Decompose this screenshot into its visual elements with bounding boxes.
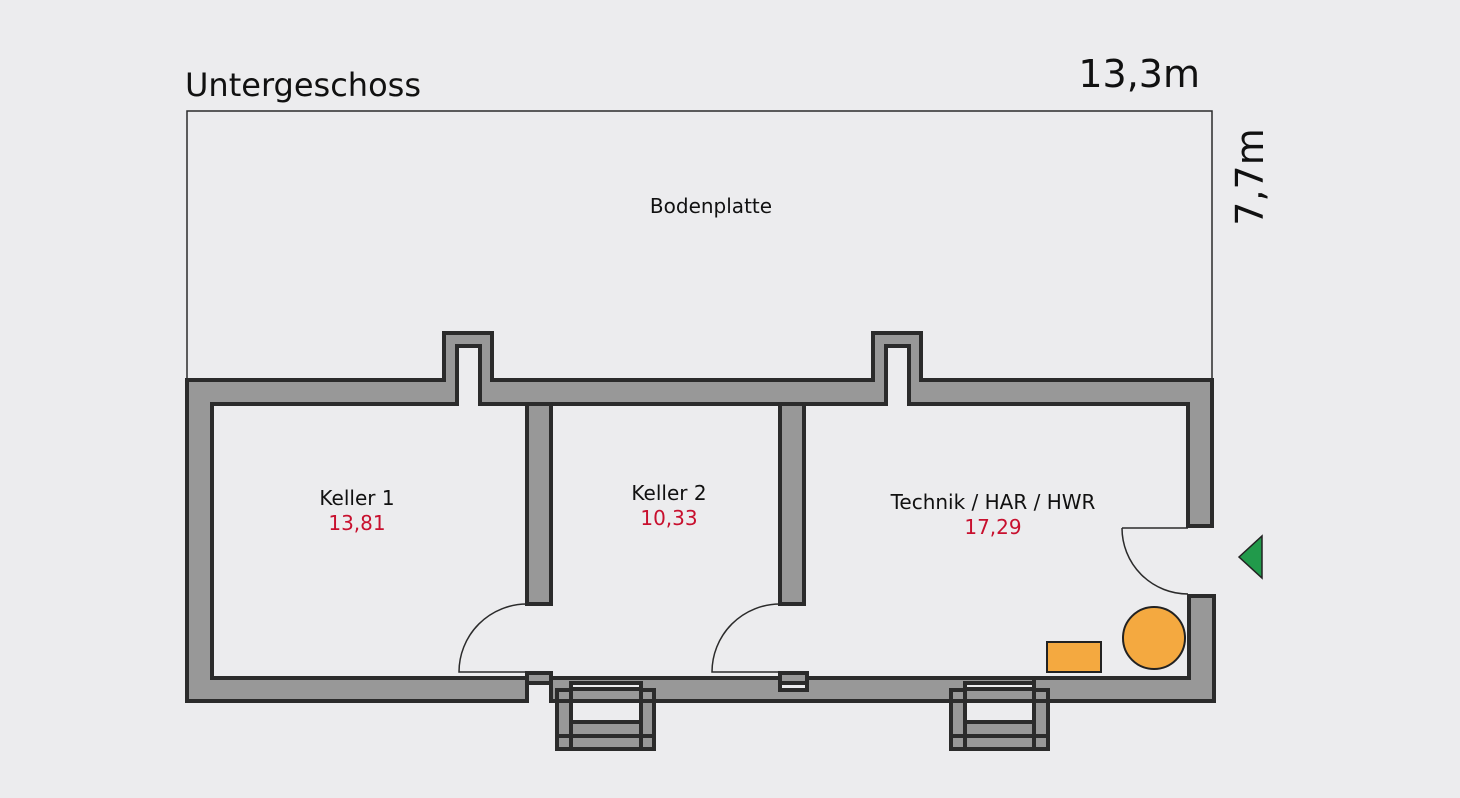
door-frame-keller1 (525, 671, 553, 685)
door-keller2[interactable] (711, 603, 781, 673)
light-well-right-sides (949, 699, 1050, 751)
door-frame-keller2 (778, 671, 809, 685)
tank-rect-icon (1046, 641, 1102, 673)
room-name-keller1: Keller 1 (319, 486, 394, 510)
light-well-left-sides (555, 699, 656, 751)
slab-label: Bodenplatte (650, 194, 772, 218)
room-name-keller2: Keller 2 (631, 481, 706, 505)
room-area-keller1: 13,81 (328, 511, 385, 535)
depth-dimension: 7,7m (1228, 128, 1272, 225)
room-area-technik: 17,29 (964, 515, 1021, 539)
room-name-technik: Technik / HAR / HWR (890, 490, 1096, 514)
boiler-circle-icon (1122, 606, 1186, 670)
interior-wall-1 (525, 402, 553, 606)
entrance-arrow-icon (1237, 534, 1263, 580)
interior-wall-2 (778, 402, 806, 606)
slab-outline (186, 110, 1213, 380)
width-dimension: 13,3m (1078, 52, 1200, 96)
room-area-keller2: 10,33 (640, 506, 697, 530)
window-right (963, 681, 1036, 691)
window-left (569, 681, 643, 691)
door-keller1[interactable] (458, 603, 528, 673)
door-exterior[interactable] (1121, 527, 1189, 595)
floor-title: Untergeschoss (185, 66, 421, 104)
outer-wall (185, 331, 1214, 703)
